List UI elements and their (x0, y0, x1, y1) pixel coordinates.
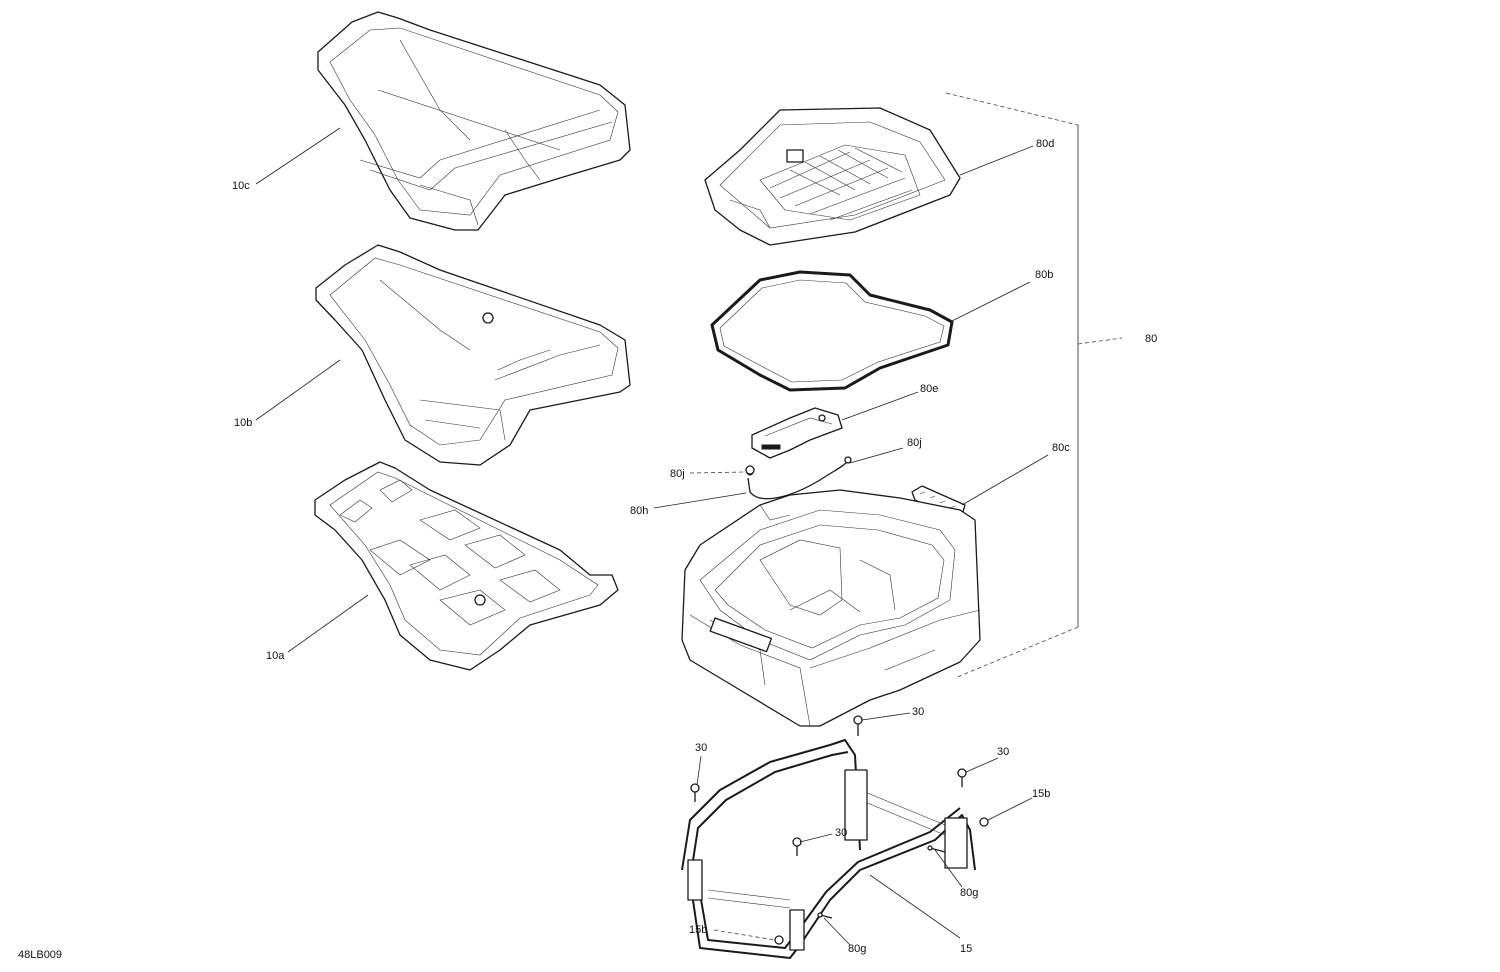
callout-15b-right: 15b (1032, 788, 1050, 800)
lid-seal-part (710, 270, 954, 392)
callout-80g-right: 80g (960, 887, 978, 899)
callout-15: 15 (960, 943, 972, 955)
seat-frame-part (681, 739, 976, 959)
seat-pan-part (314, 461, 619, 671)
leader-lines (255, 92, 1123, 946)
screw-30-right (957, 768, 967, 787)
screw-80j-left (745, 465, 755, 475)
callout-10b: 10b (234, 417, 252, 429)
callout-30-left: 30 (695, 742, 707, 754)
callout-10a: 10a (266, 650, 285, 662)
bolt-15b-bottom (774, 935, 784, 945)
bolt-15b-right (979, 817, 989, 827)
callout-80b: 80b (1035, 269, 1053, 281)
screw-30-mid (792, 837, 802, 856)
callout-30-right: 30 (997, 746, 1009, 758)
screw-30-left (690, 783, 700, 802)
callout-10c: 10c (232, 180, 250, 192)
callout-80h: 80h (630, 505, 648, 517)
callout-80g-bottom: 80g (848, 943, 866, 955)
figure-id: 48LB009 (18, 949, 62, 961)
screw-30-top (853, 715, 863, 736)
storage-bin-part (681, 489, 981, 727)
callout-80: 80 (1145, 333, 1157, 345)
storage-lid-part (704, 107, 961, 246)
callout-30-mid: 30 (835, 827, 847, 839)
callout-80c: 80c (1052, 442, 1070, 454)
callout-30-top: 30 (912, 706, 924, 718)
pin-80g-bottom (817, 912, 833, 919)
callout-80d: 80d (1036, 138, 1054, 150)
latch-part (751, 407, 843, 459)
seat-foam-part (315, 244, 631, 466)
callout-80e: 80e (920, 383, 938, 395)
callout-80j-left: 80j (670, 468, 685, 480)
pin-80g-right (927, 845, 946, 853)
callout-80j-right: 80j (907, 437, 922, 449)
seat-cover-part (317, 11, 631, 231)
callout-15b-bottom: 15b (689, 924, 707, 936)
